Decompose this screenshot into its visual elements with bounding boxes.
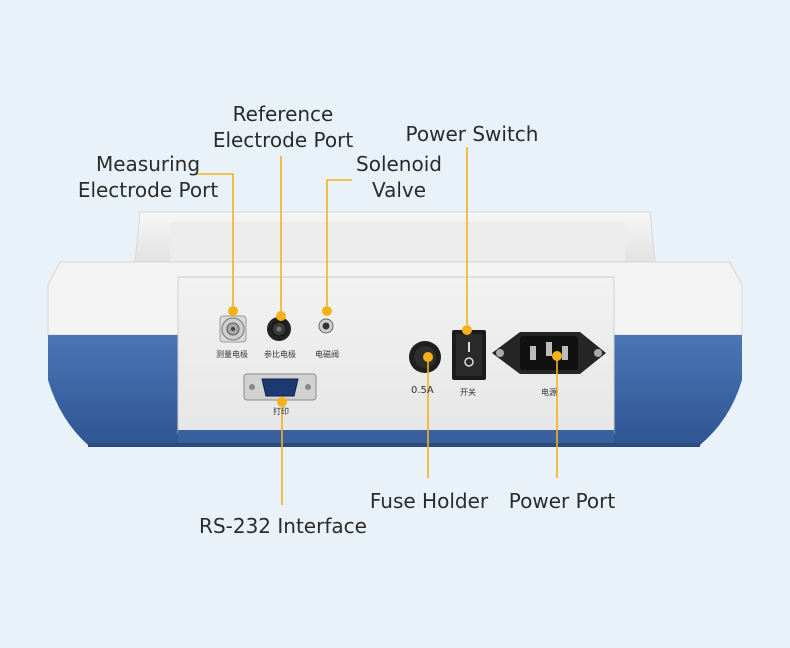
panel-label-measuring: 测量电极 — [216, 350, 248, 359]
callout-measuring-line1: Measuring — [95, 152, 201, 176]
solenoid-valve-connector — [318, 318, 334, 334]
callout-power-port: Power Port — [508, 489, 616, 513]
left-blue-side — [48, 335, 180, 445]
power-inlet-socket — [492, 332, 606, 374]
device-lid-recess — [170, 222, 625, 262]
power-dot — [552, 351, 562, 361]
callout-power-switch: Power Switch — [405, 122, 539, 146]
right-blue-side — [612, 335, 742, 445]
rear-panel-bottom-edge — [178, 430, 614, 443]
reference-electrode-connector — [267, 317, 291, 341]
switch-dot — [462, 325, 472, 335]
solenoid-leader — [326, 179, 352, 311]
callout-lines — [196, 147, 558, 505]
callout-measuring-port: Measuring Electrode Port — [70, 151, 226, 203]
callout-solenoid-valve: Solenoid Valve — [344, 151, 454, 203]
panel-label-switch: 开关 — [460, 388, 476, 397]
callout-measuring-line2: Electrode Port — [77, 178, 219, 202]
measuring-electrode-connector — [219, 315, 247, 343]
fuse-dot — [423, 352, 433, 362]
device-base — [88, 443, 700, 447]
panel-label-power: 电源 — [541, 388, 557, 397]
measuring-leader — [196, 173, 234, 311]
callout-rs232: RS-232 Interface — [199, 514, 367, 538]
panel-label-print: 打印 — [273, 407, 289, 416]
callout-reference-line2: Electrode Port — [212, 128, 354, 152]
solenoid-dot — [322, 306, 332, 316]
device-body — [47, 211, 743, 447]
callout-solenoid-line2: Valve — [371, 178, 427, 202]
callout-reference-line1: Reference — [232, 102, 334, 126]
callout-dots — [228, 306, 562, 407]
power-switch-rocker — [452, 330, 486, 380]
callout-reference-port: Reference Electrode Port — [203, 101, 363, 153]
callout-fuse-holder: Fuse Holder — [369, 489, 489, 513]
callout-solenoid-line1: Solenoid — [356, 152, 442, 176]
panel-label-solenoid: 电磁阀 — [315, 350, 339, 359]
panel-label-fuse: 0.5A — [411, 385, 434, 396]
panel-label-reference: 参比电极 — [264, 350, 296, 359]
rs232-dot — [277, 397, 287, 407]
reference-dot — [276, 311, 286, 321]
measuring-dot — [228, 306, 238, 316]
rs232-db9-connector — [243, 373, 317, 401]
